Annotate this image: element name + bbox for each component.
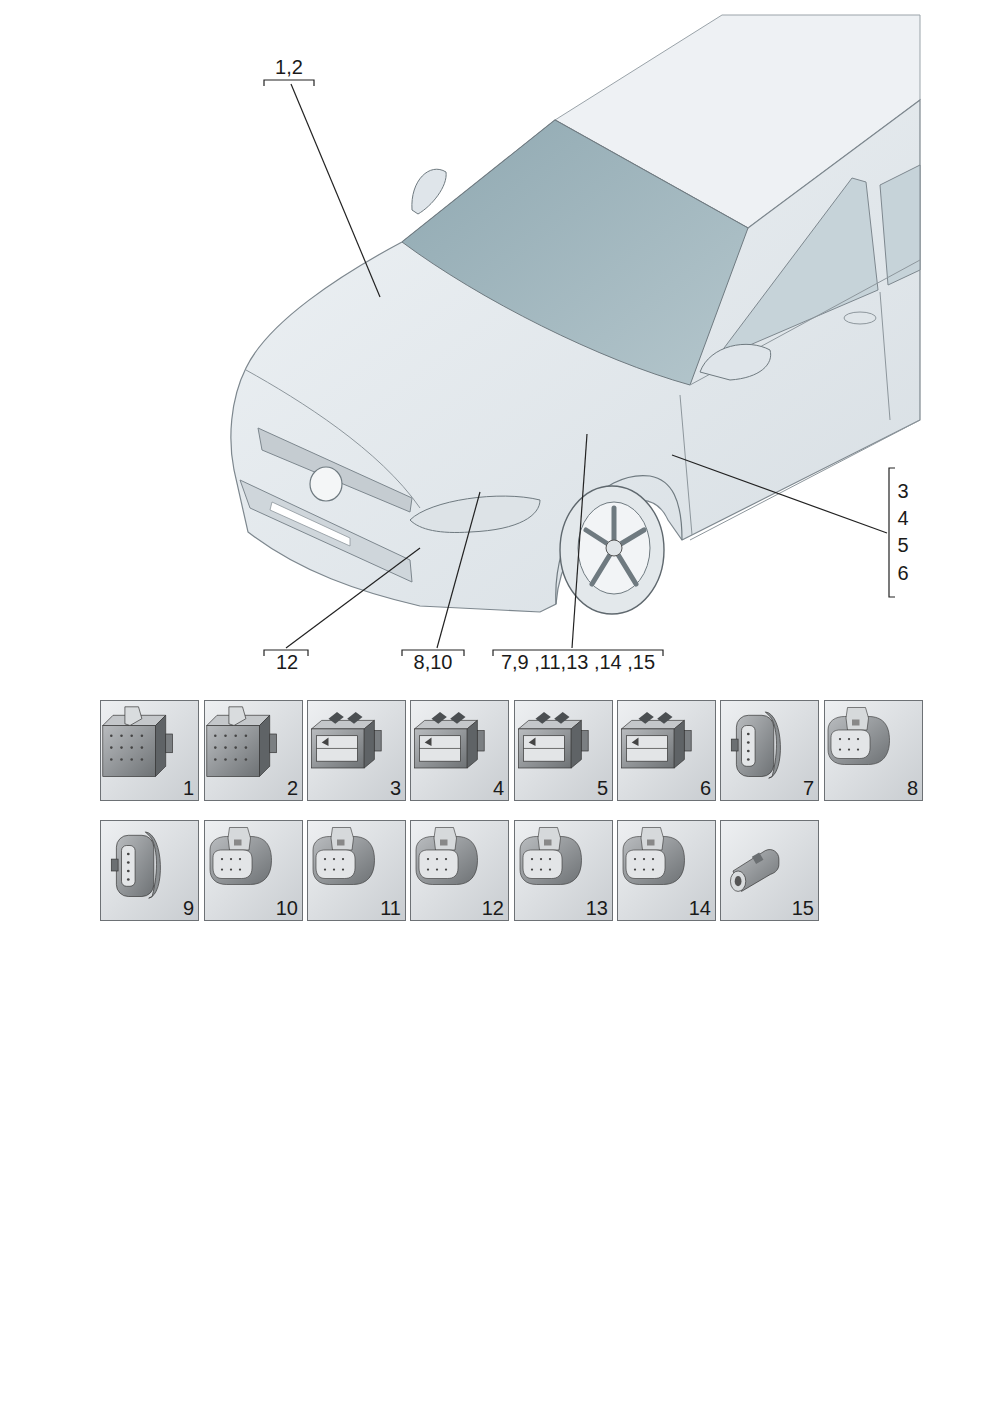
part-thumbnails	[100, 700, 922, 920]
part-tile: 12	[410, 820, 509, 921]
leader-lines	[264, 80, 895, 656]
callout-label: 8,10	[413, 652, 454, 672]
part-tile: 7	[720, 700, 819, 801]
callout-number: 8	[907, 778, 918, 798]
car-illustration	[231, 15, 920, 614]
callout-label: 6	[896, 563, 909, 583]
callout-number: 2	[287, 778, 298, 798]
part-tile: 5	[514, 700, 613, 801]
callout-number: 11	[380, 898, 401, 918]
part-tile: 13	[514, 820, 613, 921]
part-tile: 2	[204, 700, 303, 801]
part-tile: 6	[617, 700, 716, 801]
part-tile: 15	[720, 820, 819, 921]
callout-label: 1,2	[274, 57, 304, 77]
callout-label: 3	[896, 481, 909, 501]
callout-number: 4	[493, 778, 504, 798]
callout-label: 12	[275, 652, 299, 672]
part-tile: 11	[307, 820, 406, 921]
callout-number: 14	[689, 898, 711, 918]
part-tile: 1	[100, 700, 199, 801]
part-tile: 14	[617, 820, 716, 921]
callout-number: 7	[803, 778, 814, 798]
callout-number: 12	[482, 898, 504, 918]
callout-number: 15	[792, 898, 814, 918]
callout-number: 13	[586, 898, 608, 918]
callout-label: 4	[896, 508, 909, 528]
callout-number: 5	[597, 778, 608, 798]
callout-number: 6	[700, 778, 711, 798]
part-tile: 9	[100, 820, 199, 921]
callout-number: 9	[183, 898, 194, 918]
part-tile: 4	[410, 700, 509, 801]
callout-number: 1	[183, 778, 194, 798]
callout-number: 3	[390, 778, 401, 798]
callout-label: 5	[896, 535, 909, 555]
callout-label: 7,9 ,11,13 ,14 ,15	[500, 652, 656, 672]
callout-number: 10	[276, 898, 298, 918]
part-tile: 10	[204, 820, 303, 921]
part-tile: 8	[824, 700, 923, 801]
part-tile: 3	[307, 700, 406, 801]
